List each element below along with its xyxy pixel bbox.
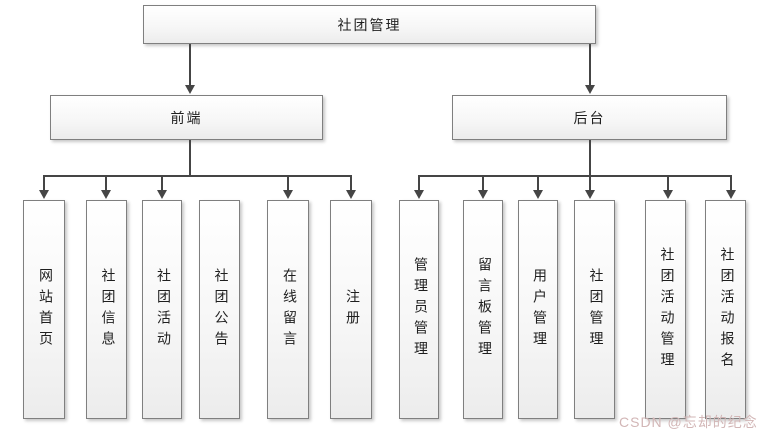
root-node-club-management: 社团管理 [143, 5, 596, 44]
connector-frontend-bus [44, 175, 352, 177]
leaf-node-label: 留言板管理 [476, 257, 491, 362]
arrow-down-icon [533, 190, 543, 199]
connector-leaf-drop [667, 175, 669, 191]
leaf-node-label: 在线留言 [281, 267, 296, 352]
connector-leaf-drop [350, 175, 352, 191]
leaf-node-club-management: 社团管理 [574, 200, 615, 419]
connector-leaf-drop [537, 175, 539, 191]
leaf-node-label: 社团信息 [99, 267, 115, 352]
arrow-down-icon [478, 190, 488, 199]
leaf-node-label: 社团公告 [212, 267, 228, 352]
arrow-down-icon [414, 190, 424, 199]
connector-leaf-drop [482, 175, 484, 191]
leaf-node-label: 社团活动报名 [718, 246, 734, 373]
arrow-down-icon [346, 190, 356, 199]
leaf-node-admin-management: 管理员管理 [399, 200, 439, 419]
leaf-node-website-home: 网站首页 [23, 200, 65, 419]
leaf-node-label: 网站首页 [37, 267, 52, 352]
leaf-node-online-message: 在线留言 [267, 200, 309, 419]
connector-backend-drop [589, 140, 591, 190]
connector-leaf-drop [730, 175, 732, 191]
branch-node-label: 前端 [170, 111, 203, 127]
leaf-node-label: 注册 [344, 288, 359, 331]
arrow-down-icon [663, 190, 673, 199]
connector-leaf-drop [287, 175, 289, 191]
leaf-node-messageboard-management: 留言板管理 [463, 200, 503, 419]
leaf-node-club-activity: 社团活动 [142, 200, 182, 419]
csdn-watermark: CSDN @忘却的纪念 [619, 414, 758, 430]
arrow-down-icon [185, 85, 195, 94]
connector-frontend-drop [189, 140, 191, 175]
branch-node-frontend: 前端 [50, 95, 323, 140]
connector-root-to-frontend [189, 44, 191, 86]
arrow-down-icon [39, 190, 49, 199]
connector-backend-bus [418, 175, 732, 177]
leaf-node-label: 管理员管理 [412, 257, 427, 362]
leaf-node-register: 注册 [330, 200, 372, 419]
leaf-node-club-activity-management: 社团活动管理 [645, 200, 686, 419]
connector-leaf-drop [418, 175, 420, 191]
connector-leaf-drop [43, 175, 45, 191]
arrow-down-icon [101, 190, 111, 199]
arrow-down-icon [585, 190, 595, 199]
connector-root-to-backend [589, 44, 591, 86]
branch-node-backend: 后台 [452, 95, 727, 140]
leaf-node-label: 社团活动管理 [658, 246, 674, 373]
root-node-label: 社团管理 [337, 18, 402, 34]
arrow-down-icon [585, 85, 595, 94]
arrow-down-icon [726, 190, 736, 199]
connector-leaf-drop [105, 175, 107, 191]
leaf-node-club-info: 社团信息 [86, 200, 127, 419]
leaf-node-club-activity-signup: 社团活动报名 [705, 200, 746, 419]
leaf-node-label: 社团管理 [587, 267, 603, 352]
leaf-node-label: 社团活动 [155, 267, 170, 352]
branch-node-label: 后台 [573, 111, 606, 127]
leaf-node-label: 用户管理 [531, 267, 546, 352]
leaf-node-user-management: 用户管理 [518, 200, 558, 419]
arrow-down-icon [283, 190, 293, 199]
connector-leaf-drop [161, 175, 163, 191]
arrow-down-icon [157, 190, 167, 199]
leaf-node-club-announcement: 社团公告 [199, 200, 240, 419]
